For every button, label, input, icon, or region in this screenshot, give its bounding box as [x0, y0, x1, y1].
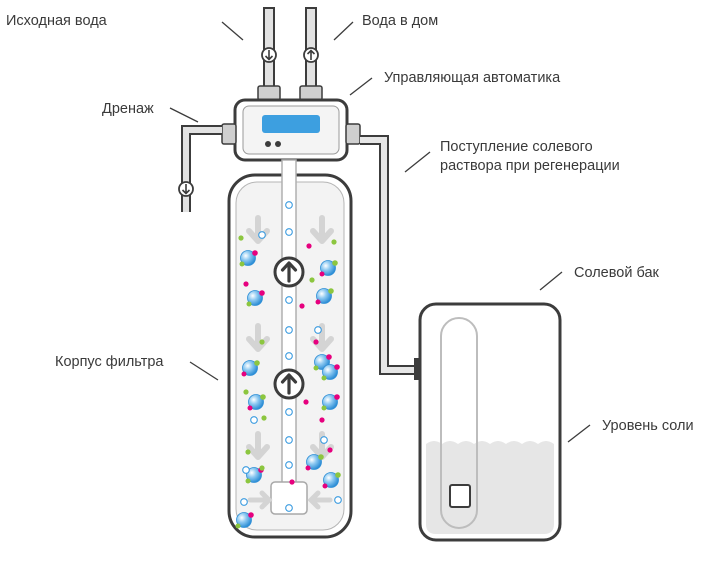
resin-bead [320, 260, 336, 276]
flow-up-arrow-icon [273, 368, 305, 400]
control-head [221, 98, 361, 162]
resin-bead [247, 290, 263, 306]
drain-line [181, 125, 222, 212]
label-salt-tank: Солевой бак [574, 265, 660, 281]
label-house-water: Вода в дом [362, 13, 438, 29]
label-brine-line1: Поступление солевого [440, 139, 593, 155]
salt-tank [418, 302, 562, 542]
flow-down-arrow-icon [310, 215, 334, 244]
brine-well [440, 317, 478, 529]
resin-bead [316, 288, 332, 304]
resin-bead [248, 394, 264, 410]
flow-up-arrow-icon [273, 256, 305, 288]
resin-bead [246, 467, 262, 483]
distributor-basket [270, 481, 308, 515]
control-display [262, 115, 320, 133]
flow-down-arrow-icon [246, 431, 270, 460]
resin-bead [240, 250, 256, 266]
resin-bead [306, 454, 322, 470]
control-button [265, 141, 271, 147]
valve-icon [178, 181, 194, 197]
resin-bead [322, 364, 338, 380]
brine-float [449, 484, 471, 508]
control-button [275, 141, 281, 147]
label-brine-line2: раствора при регенерации [440, 158, 620, 174]
resin-bead [323, 472, 339, 488]
valve-icon [261, 47, 277, 63]
resin-bead [242, 360, 258, 376]
resin-bead [236, 512, 252, 528]
leader-lines [169, 21, 591, 443]
salt-layer [426, 441, 554, 534]
resin-bead [322, 394, 338, 410]
label-control: Управляющая автоматика [384, 70, 561, 86]
resin-beads [235, 201, 342, 529]
label-drain: Дренаж [102, 101, 154, 117]
label-source-water: Исходная вода [6, 13, 108, 29]
valve-icon [303, 47, 319, 63]
label-salt-level: Уровень соли [602, 418, 694, 434]
flow-inward-arrows [247, 490, 333, 510]
label-filter-body: Корпус фильтра [55, 354, 164, 370]
